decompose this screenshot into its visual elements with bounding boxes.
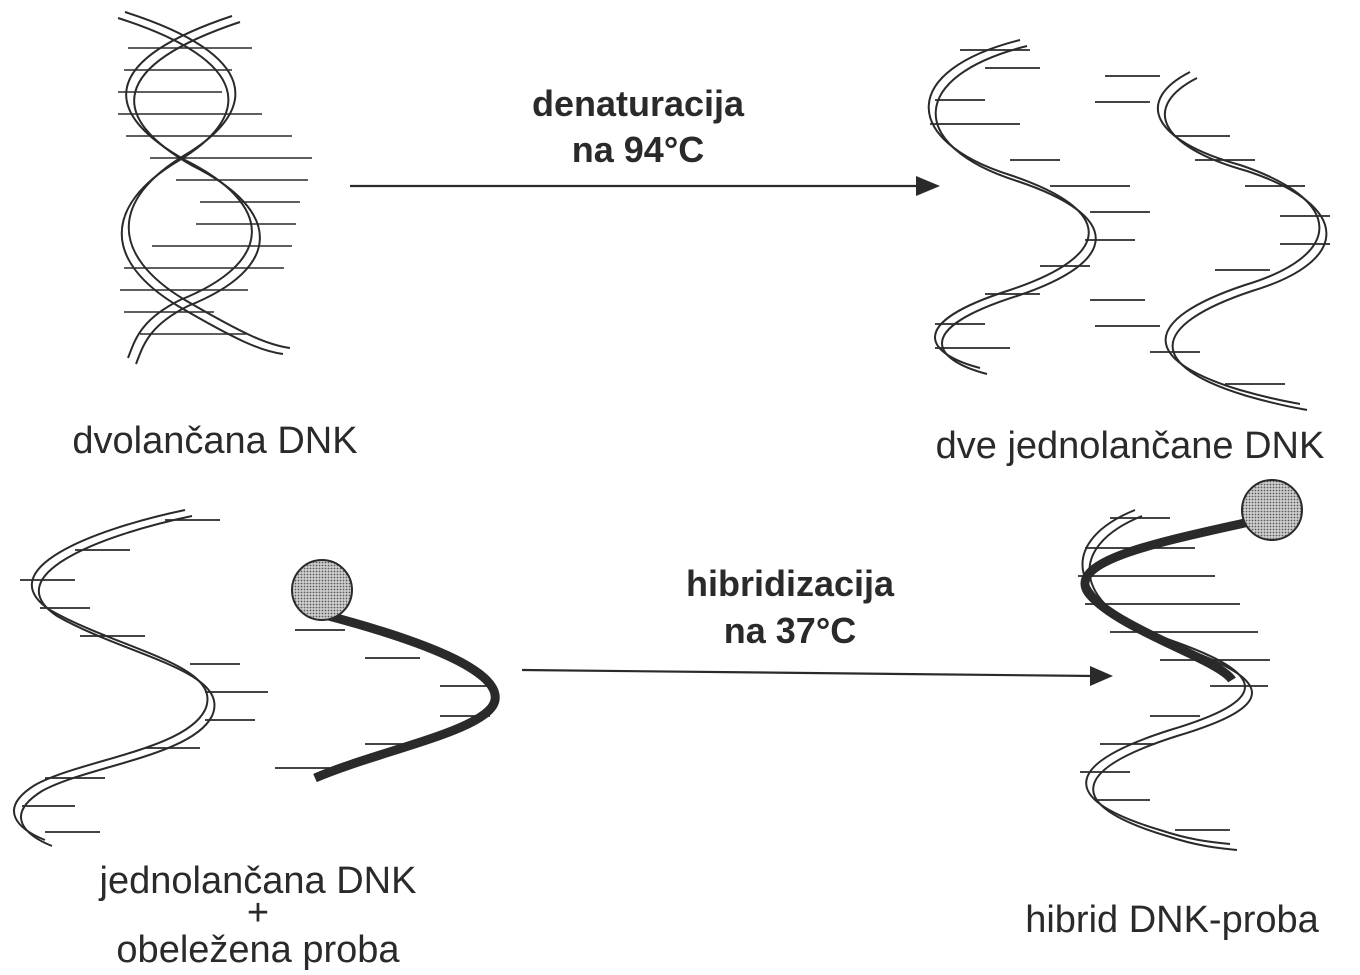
two-single-strands-label: dve jednolančane DNK bbox=[936, 425, 1325, 467]
hybrid-probe-strand bbox=[1085, 520, 1258, 680]
probe-label-ball bbox=[292, 560, 352, 620]
double-strand-label: dvolančana DNK bbox=[72, 420, 357, 462]
probe-strand bbox=[315, 615, 495, 778]
denaturation-label-line2: na 94°C bbox=[572, 129, 704, 170]
single-strand-dna-right bbox=[1090, 72, 1330, 410]
dna-probe-hybrid-illustration bbox=[1078, 480, 1302, 850]
double-strand-dna-illustration bbox=[118, 12, 312, 364]
hybrid-label: hibrid DNK-proba bbox=[1025, 899, 1319, 941]
hybrid-probe-label-ball bbox=[1242, 480, 1302, 540]
plus-sign: + bbox=[247, 892, 269, 934]
denaturation-arrow bbox=[350, 176, 940, 196]
single-strand-dna-bottom bbox=[14, 510, 268, 846]
labeled-probe-label: obeležena proba bbox=[116, 929, 400, 971]
hybridization-label-line1: hibridizacija bbox=[686, 563, 895, 604]
hybridization-arrow bbox=[522, 666, 1113, 686]
denaturation-label-line1: denaturacija bbox=[532, 83, 745, 124]
single-strand-dna-left bbox=[929, 40, 1150, 374]
base-pair-rungs bbox=[118, 48, 312, 334]
strand-a bbox=[118, 12, 290, 354]
labeled-probe bbox=[275, 560, 495, 778]
hybridization-label-line2: na 37°C bbox=[724, 610, 856, 651]
